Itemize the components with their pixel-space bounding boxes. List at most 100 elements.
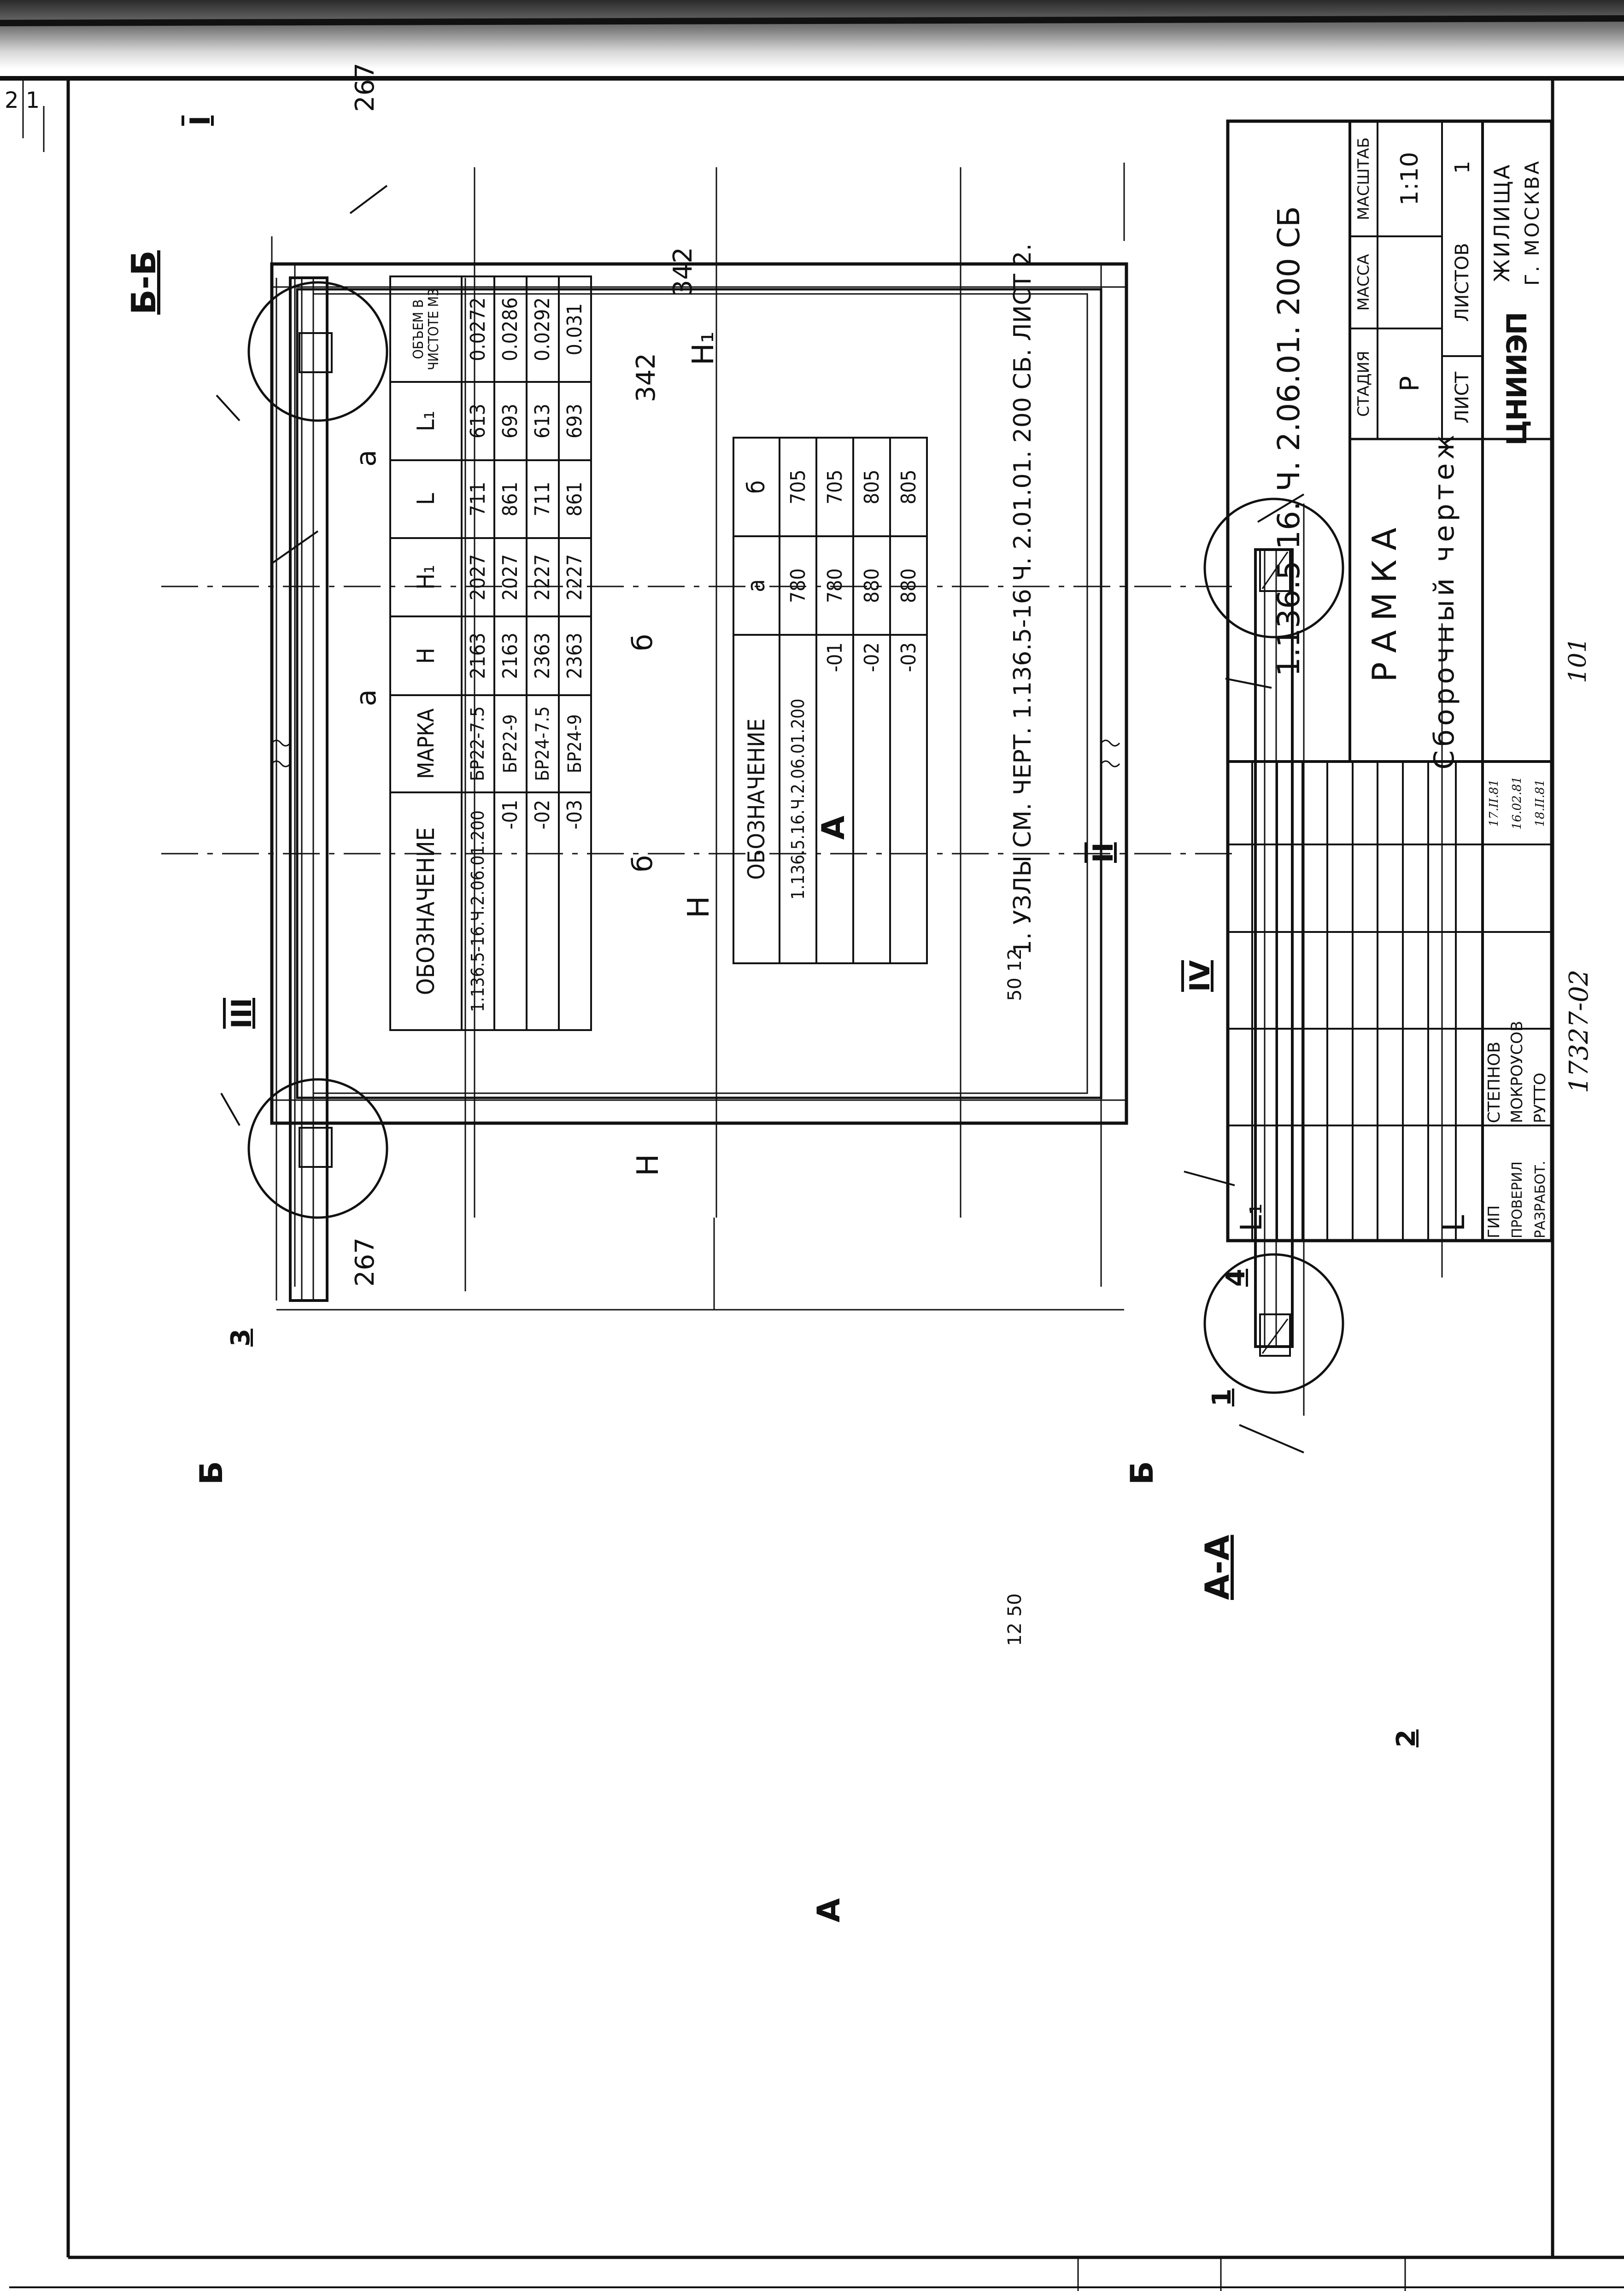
mass-label: МАССА (1354, 254, 1373, 311)
cut-b-bottom: Б (1124, 1461, 1161, 1485)
dim-b-1: б (627, 633, 659, 651)
callout-2: 2 (1391, 1729, 1421, 1747)
dim-a-1: а (350, 689, 382, 706)
role-checked-name: МОКРОУСОВ (1508, 1020, 1526, 1123)
dim-342-left: 342 (631, 353, 661, 402)
role-gip-name: СТЕПНОВ (1484, 1041, 1504, 1123)
t1-r3-designation: -02 (526, 792, 559, 1030)
sheet-label: ЛИСТ (1452, 371, 1473, 424)
t2-r3-a: 880 (853, 536, 890, 635)
t1-r3-volume: 0.0292 (526, 276, 559, 382)
t2-header-a: а (733, 536, 780, 635)
role-checked: ПРОВЕРИЛ (1509, 1161, 1525, 1238)
t1-header-h: H (390, 616, 462, 695)
drawing-title: РАМКА (1365, 518, 1404, 682)
archive-number: 17327-02 (1564, 969, 1594, 1093)
t2-r2-designation: -01 (816, 635, 853, 963)
title-block-frame (1226, 119, 1554, 1242)
role-developed-name: РУТТО (1531, 1072, 1549, 1123)
t1-r2-h: 2163 (494, 616, 527, 695)
t1-r4-l: 861 (558, 460, 591, 538)
stage-label: СТАДИЯ (1354, 351, 1373, 417)
cut-a-right: А (815, 815, 852, 840)
callout-3: 3 (226, 1329, 256, 1347)
sheets-label: ЛИСТОВ (1452, 243, 1473, 322)
t1-r1-l1: 613 (462, 382, 494, 460)
stage-value: Р (1395, 376, 1425, 392)
dim-l: L (1437, 1215, 1472, 1231)
t2-r1-a: 780 (780, 536, 816, 635)
t1-r2-volume: 0.0286 (494, 276, 527, 382)
scan-edge-shadow (0, 0, 1624, 69)
node-iv: IV (1184, 960, 1216, 992)
t2-r3-b: 805 (853, 438, 890, 537)
t2-r1-b: 705 (780, 438, 816, 537)
t1-header-mark: МАРКА (390, 695, 462, 792)
t1-r1-volume: 0.0272 (462, 276, 494, 382)
drawing-subtitle: Сборочный чертеж (1428, 431, 1460, 770)
t1-header-l: L (390, 460, 462, 538)
dim-342-right: 342 (668, 247, 698, 296)
dim-12-50: 12 50 (1004, 1593, 1026, 1646)
t1-r2-mark: БР22-9 (494, 695, 527, 792)
t1-r2-l: 861 (494, 460, 527, 538)
t1-r4-h1: 2227 (558, 538, 591, 617)
dim-267-left: 267 (350, 1237, 380, 1287)
t2-header-b: б (733, 438, 780, 537)
note-1: 1. УЗЛЫ СМ. ЧЕРТ. 1.136.5-16 Ч. 2.01.01.… (1009, 243, 1037, 955)
spec-table-1: ОБОЗНАЧЕНИЕ МАРКА H H₁ L L₁ ОБЪЕМ В ЧИСТ… (389, 275, 592, 1031)
t1-r1-designation: 1.136.5-16.Ч.2.06.01.200 (462, 792, 494, 1030)
t1-r2-l1: 693 (494, 382, 527, 460)
frame-front-view (161, 167, 1235, 1218)
role-developed-date: 18.II.81 (1533, 779, 1547, 827)
dim-50-12: 50 12 (1004, 948, 1026, 1001)
role-checked-date: 16.02.81 (1510, 776, 1524, 830)
t1-r4-h: 2363 (558, 616, 591, 695)
t2-r1-designation: 1.136.5.16.Ч.2.06.01.200 (780, 635, 816, 963)
role-gip: ГИП (1485, 1205, 1503, 1238)
org-name-line2: Г. МОСКВА (1520, 159, 1543, 286)
t1-r1-h: 2163 (462, 616, 494, 695)
section-bb-view (247, 276, 466, 1302)
dim-b-2: б (627, 855, 659, 872)
dim-267-right: 267 (350, 63, 380, 112)
t2-r2-a: 780 (816, 536, 853, 635)
t1-r1-h1: 2027 (462, 538, 494, 617)
dim-l1: L₁ (1235, 1203, 1269, 1231)
cut-a-left: А (811, 1898, 847, 1922)
callout-1: 1 (1207, 1389, 1237, 1406)
t2-r4-b: 805 (890, 438, 927, 537)
document-code: 1.136.5-16. Ч. 2.06.01. 200 СБ (1271, 206, 1307, 677)
t1-r2-designation: -01 (494, 792, 527, 1030)
dim-h1: H₁ (686, 331, 721, 365)
t1-r4-l1: 693 (558, 382, 591, 460)
t1-r3-h: 2363 (526, 616, 559, 695)
t1-header-l1: L₁ (390, 382, 462, 460)
t2-r4-a: 880 (890, 536, 927, 635)
org-name-line1: ЖИЛИЩА (1489, 163, 1514, 282)
sheets-value: 1 (1450, 161, 1474, 174)
role-gip-date: 17.II.81 (1487, 779, 1501, 827)
t2-r4-designation: -03 (890, 635, 927, 963)
t1-r1-l: 711 (462, 460, 494, 538)
t1-r3-l: 711 (526, 460, 559, 538)
page-number: 101 (1564, 637, 1592, 683)
t1-r3-l1: 613 (526, 382, 559, 460)
t2-header-designation: ОБОЗНАЧЕНИЕ (733, 635, 780, 963)
node-iii: III (226, 998, 258, 1029)
t2-r3-designation: -02 (853, 635, 890, 963)
t1-r4-mark: БР24-9 (558, 695, 591, 792)
spec-table-2: ОБОЗНАЧЕНИЕ а б 1.136.5.16.Ч.2.06.01.200… (733, 437, 928, 964)
t1-r2-h1: 2027 (494, 538, 527, 617)
section-aa-view (1203, 498, 1443, 1416)
node-i: I (184, 115, 217, 126)
section-bb-label: Б-Б (124, 250, 163, 315)
t2-r2-b: 705 (816, 438, 853, 537)
t1-r1-mark: БР22-7.5 (462, 695, 494, 792)
t1-r3-h1: 2227 (526, 538, 559, 617)
callout-4: 4 (1221, 1269, 1251, 1287)
t1-r3-mark: БР24-7.5 (526, 695, 559, 792)
